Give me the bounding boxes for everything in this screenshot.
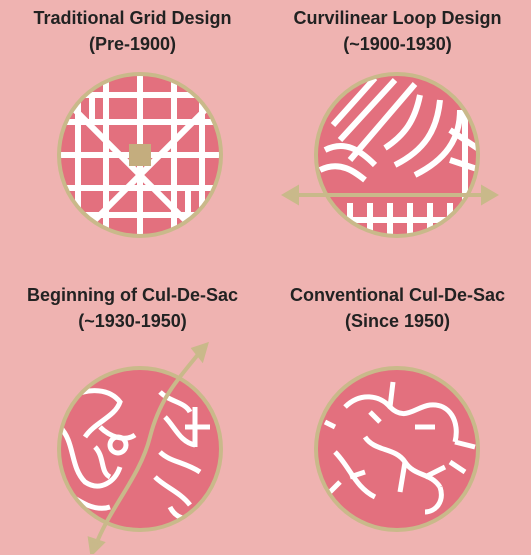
panel-early-cul-de-sac: Beginning of Cul-De-Sac (~1930-1950) — [0, 277, 265, 554]
panel-loop: Curvilinear Loop Design (~1900-1930) — [265, 0, 530, 277]
panel-grid: Traditional Grid Design (Pre-1900) — [0, 0, 265, 277]
grid-design-diagram — [0, 0, 265, 277]
loop-design-diagram — [265, 0, 530, 277]
central-park-square — [129, 144, 151, 166]
panel-conventional-cul-de-sac: Conventional Cul-De-Sac (Since 1950) — [265, 277, 530, 554]
early-cul-de-sac-diagram — [0, 277, 265, 554]
conventional-cul-de-sac-diagram — [265, 277, 530, 554]
